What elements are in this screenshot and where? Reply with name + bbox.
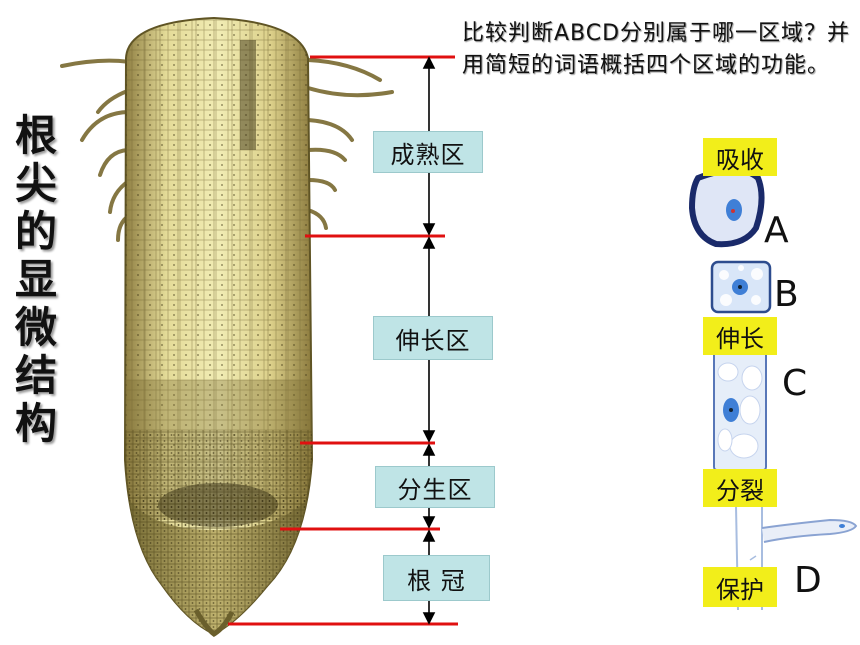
cell-c-icon	[713, 351, 767, 471]
title-char: 显	[14, 255, 57, 304]
zone-label-elongation: 伸长区	[373, 316, 493, 360]
function-label-elongate: 伸长	[703, 317, 777, 355]
zone-label-root-cap: 根 冠	[383, 555, 490, 601]
cell-letter-a: A	[764, 210, 789, 251]
function-label-protect: 保护	[703, 567, 777, 607]
title-char: 尖	[14, 159, 57, 208]
cell-a-icon	[688, 167, 765, 248]
title-char: 根	[14, 111, 57, 160]
title-char: 构	[14, 399, 57, 448]
zone-label-maturation: 成熟区	[373, 131, 483, 173]
zone-label-meristem: 分生区	[375, 466, 495, 508]
cell-b-icon	[710, 260, 772, 314]
function-label-divide: 分裂	[703, 469, 777, 507]
title-char: 结	[14, 351, 57, 400]
title-char: 微	[14, 303, 57, 352]
cell-letter-c: C	[782, 363, 808, 404]
function-label-absorb: 吸收	[703, 138, 777, 176]
cell-letter-b: B	[774, 274, 799, 315]
cell-letter-d: D	[794, 560, 822, 601]
vertical-title: 根 尖 的 显 微 结 构	[10, 112, 62, 448]
title-char: 的	[14, 207, 57, 256]
question-text: 比较判断ABCD分别属于哪一区域？并用简短的词语概括四个区域的功能。	[462, 21, 851, 78]
